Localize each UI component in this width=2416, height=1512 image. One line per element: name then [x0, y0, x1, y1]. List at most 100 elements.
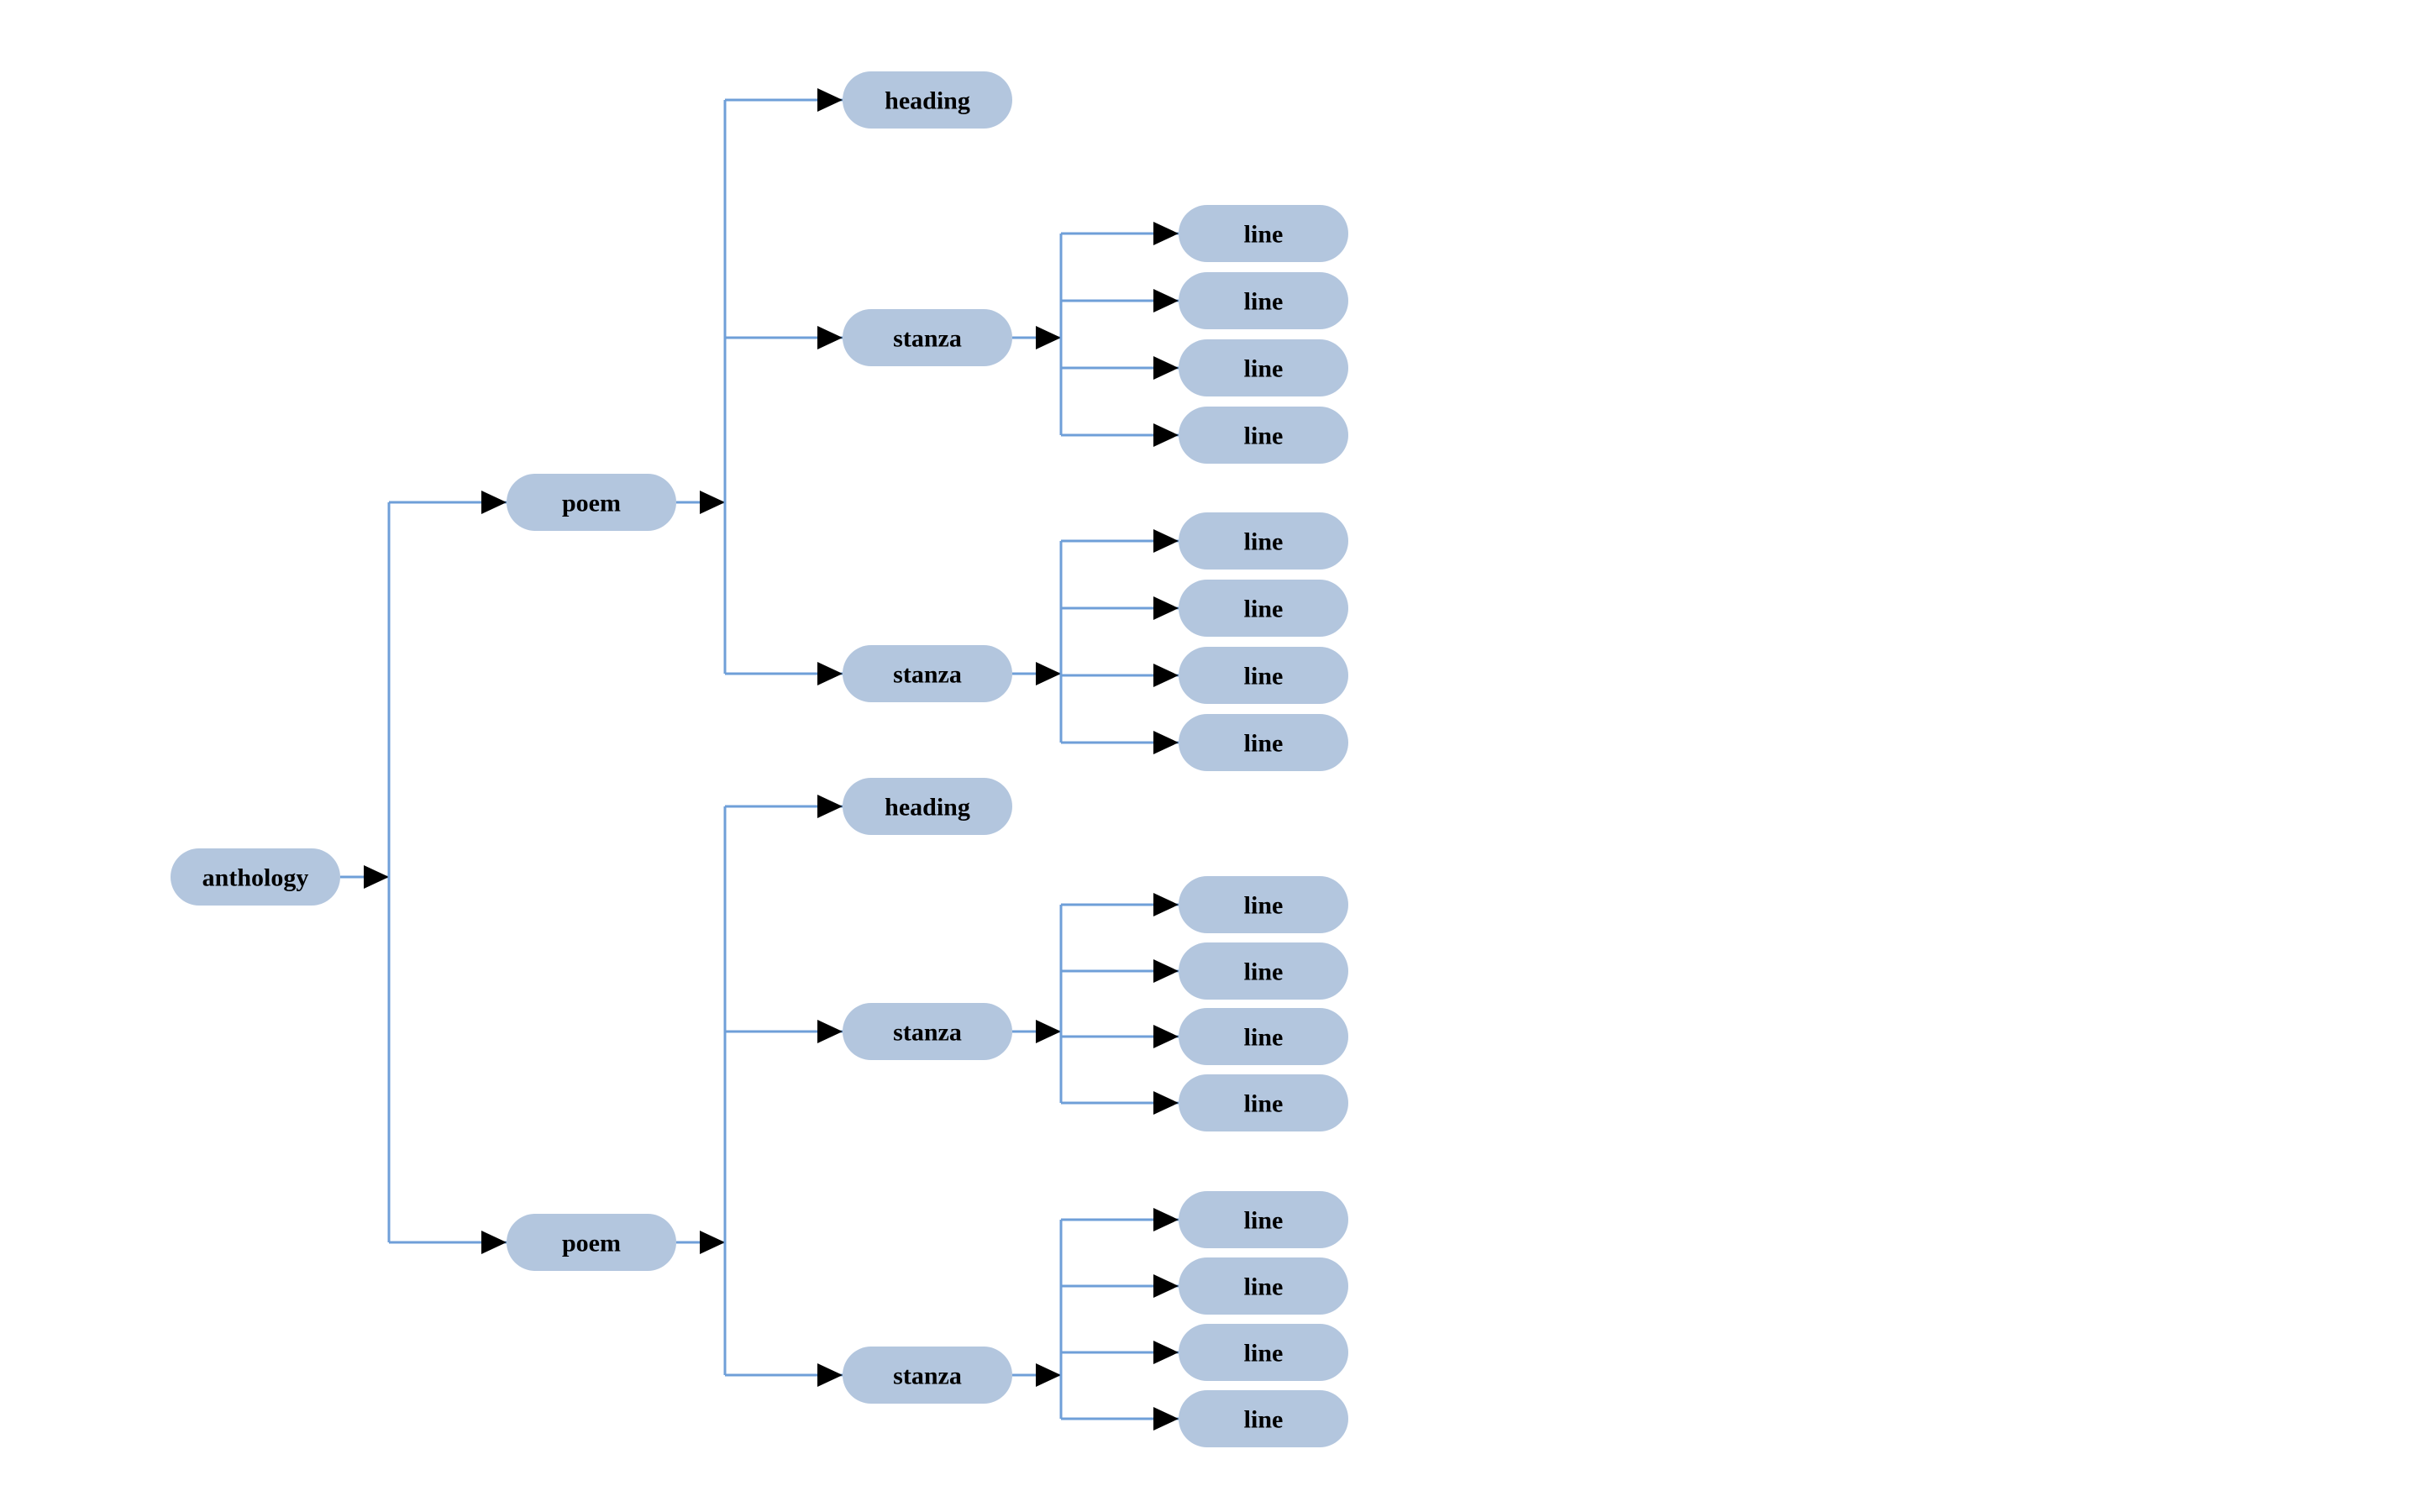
node-shape-heading2: [843, 778, 1012, 835]
node-label-line1a4: line: [1244, 423, 1284, 450]
node-line1a4[interactable]: line: [1179, 407, 1348, 464]
node-shape-stanza2b: [843, 1347, 1012, 1404]
arrowhead-poem1: [481, 491, 507, 514]
node-label-line2b1: line: [1244, 1207, 1284, 1235]
node-line1b3[interactable]: line: [1179, 647, 1348, 704]
node-line2a2[interactable]: line: [1179, 942, 1348, 1000]
node-heading2[interactable]: heading: [843, 778, 1012, 835]
node-shape-line2a2: [1179, 942, 1348, 1000]
node-shape-line1a3: [1179, 339, 1348, 396]
arrowhead-line2b3: [1153, 1341, 1179, 1364]
node-label-line2a3: line: [1244, 1024, 1284, 1052]
node-line2a4[interactable]: line: [1179, 1074, 1348, 1131]
node-line1a1[interactable]: line: [1179, 205, 1348, 262]
node-stanza2a[interactable]: stanza: [843, 1003, 1012, 1060]
node-label-line1a1: line: [1244, 221, 1284, 249]
arrowhead-bus-stanza1a: [1036, 326, 1061, 349]
arrowhead-bus-anthology: [364, 865, 389, 889]
node-line2b3[interactable]: line: [1179, 1324, 1348, 1381]
node-label-line2a4: line: [1244, 1090, 1284, 1118]
arrowhead-line2a3: [1153, 1025, 1179, 1048]
arrowhead-line2a2: [1153, 959, 1179, 983]
node-line1a2[interactable]: line: [1179, 272, 1348, 329]
node-line1a3[interactable]: line: [1179, 339, 1348, 396]
node-label-heading1: heading: [885, 87, 970, 115]
node-poem2[interactable]: poem: [507, 1214, 676, 1271]
node-poem1[interactable]: poem: [507, 474, 676, 531]
node-shape-line2a3: [1179, 1008, 1348, 1065]
node-line1b1[interactable]: line: [1179, 512, 1348, 570]
node-shape-line2a1: [1179, 876, 1348, 933]
node-label-stanza1a: stanza: [893, 325, 962, 353]
node-label-line1b4: line: [1244, 730, 1284, 758]
node-line2b1[interactable]: line: [1179, 1191, 1348, 1248]
node-shape-line2b1: [1179, 1191, 1348, 1248]
node-shape-stanza2a: [843, 1003, 1012, 1060]
arrowhead-bus-stanza1b: [1036, 662, 1061, 685]
node-stanza2b[interactable]: stanza: [843, 1347, 1012, 1404]
node-shape-line2b3: [1179, 1324, 1348, 1381]
arrowhead-stanza2b: [817, 1363, 843, 1387]
node-label-poem1: poem: [562, 490, 621, 517]
arrowhead-line1b3: [1153, 664, 1179, 687]
arrowhead-line2a1: [1153, 893, 1179, 916]
node-line2a3[interactable]: line: [1179, 1008, 1348, 1065]
node-line2b2[interactable]: line: [1179, 1257, 1348, 1315]
node-label-line1a3: line: [1244, 355, 1284, 383]
node-label-line1a2: line: [1244, 288, 1284, 316]
node-shape-line1a1: [1179, 205, 1348, 262]
node-label-poem2: poem: [562, 1230, 621, 1257]
node-shape-line1a4: [1179, 407, 1348, 464]
node-stanza1a[interactable]: stanza: [843, 309, 1012, 366]
arrowhead-line2b2: [1153, 1274, 1179, 1298]
node-stanza1b[interactable]: stanza: [843, 645, 1012, 702]
node-anthology[interactable]: anthology: [171, 848, 340, 906]
node-shape-poem2: [507, 1214, 676, 1271]
arrowhead-line2a4: [1153, 1091, 1179, 1115]
node-shape-anthology: [171, 848, 340, 906]
edge-layer: [340, 88, 1179, 1431]
arrowhead-line2b1: [1153, 1208, 1179, 1231]
node-line2a1[interactable]: line: [1179, 876, 1348, 933]
node-label-line2a1: line: [1244, 892, 1284, 920]
node-line1b2[interactable]: line: [1179, 580, 1348, 637]
node-shape-heading1: [843, 71, 1012, 129]
arrowhead-poem2: [481, 1231, 507, 1254]
arrowhead-stanza1a: [817, 326, 843, 349]
node-line2b4[interactable]: line: [1179, 1390, 1348, 1447]
arrowhead-stanza1b: [817, 662, 843, 685]
node-line1b4[interactable]: line: [1179, 714, 1348, 771]
node-label-stanza2a: stanza: [893, 1019, 962, 1047]
node-label-anthology: anthology: [202, 864, 309, 892]
node-label-line2a2: line: [1244, 958, 1284, 986]
arrowhead-line2b4: [1153, 1407, 1179, 1431]
arrowhead-line1b4: [1153, 731, 1179, 754]
node-shape-stanza1b: [843, 645, 1012, 702]
arrowhead-heading1: [817, 88, 843, 112]
arrowhead-stanza2a: [817, 1020, 843, 1043]
node-label-line1b1: line: [1244, 528, 1284, 556]
arrowhead-heading2: [817, 795, 843, 818]
node-shape-line1a2: [1179, 272, 1348, 329]
node-shape-line1b2: [1179, 580, 1348, 637]
node-shape-line2b4: [1179, 1390, 1348, 1447]
node-shape-line1b3: [1179, 647, 1348, 704]
arrowhead-bus-stanza2a: [1036, 1020, 1061, 1043]
node-layer: anthology poem heading stanza line line line li…: [171, 71, 1348, 1447]
node-label-heading2: heading: [885, 794, 970, 822]
node-shape-line1b1: [1179, 512, 1348, 570]
arrowhead-bus-stanza2b: [1036, 1363, 1061, 1387]
node-shape-line1b4: [1179, 714, 1348, 771]
node-label-stanza2b: stanza: [893, 1362, 962, 1390]
arrowhead-line1b1: [1153, 529, 1179, 553]
node-heading1[interactable]: heading: [843, 71, 1012, 129]
node-label-line2b4: line: [1244, 1406, 1284, 1434]
node-label-line2b2: line: [1244, 1273, 1284, 1301]
arrowhead-bus-poem1: [700, 491, 725, 514]
node-shape-line2b2: [1179, 1257, 1348, 1315]
node-shape-poem1: [507, 474, 676, 531]
arrowhead-line1a4: [1153, 423, 1179, 447]
arrowhead-line1a3: [1153, 356, 1179, 380]
